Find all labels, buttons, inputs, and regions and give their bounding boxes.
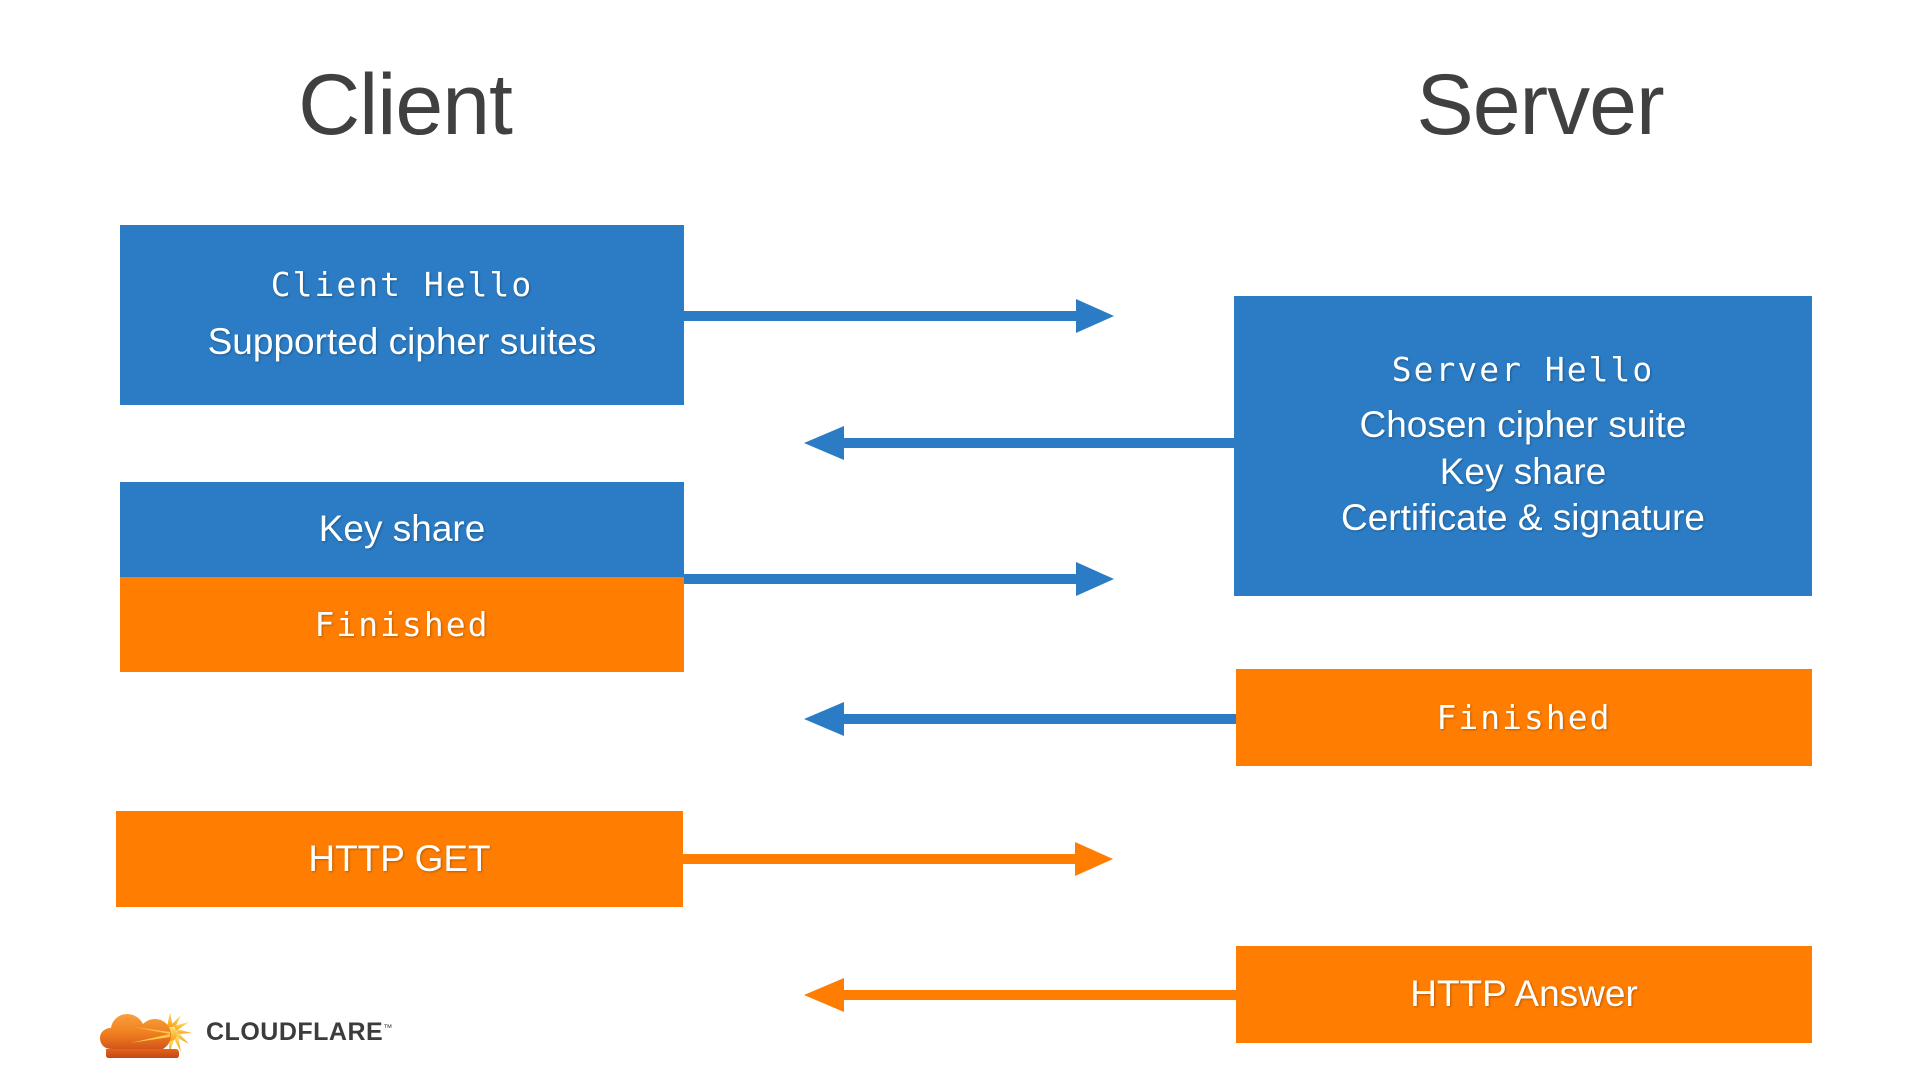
server-hello-box: Server Hello Chosen cipher suite Key sha…: [1234, 296, 1812, 596]
client-http-get-label: HTTP GET: [308, 837, 491, 879]
cloudflare-logo: CLOUDFLARE™: [100, 1005, 392, 1060]
client-key-share-label: Key share: [318, 508, 486, 550]
client-hello-arrow: [684, 299, 1114, 333]
http-answer-arrow: [804, 978, 1238, 1012]
server-finished-arrow: [804, 702, 1238, 736]
server-hello-key-share: Key share: [1439, 450, 1607, 492]
cloudflare-wordmark-text: CLOUDFLARE: [206, 1018, 384, 1046]
cloudflare-trademark-symbol: ™: [383, 1022, 393, 1033]
client-finished-box: Finished: [120, 577, 684, 672]
client-keyshare-arrow: [684, 562, 1114, 596]
server-column-title: Server: [1416, 57, 1664, 153]
client-finished-label: Finished: [314, 604, 490, 644]
client-hello-title: Client Hello: [270, 264, 534, 304]
server-finished-box: Finished: [1236, 669, 1812, 766]
server-http-answer-label: HTTP Answer: [1410, 973, 1638, 1015]
client-http-get-box: HTTP GET: [116, 811, 683, 907]
client-hello-cipher-suites: Supported cipher suites: [207, 320, 597, 362]
server-hello-certificate-signature: Certificate & signature: [1340, 497, 1705, 539]
cloudflare-wordmark: CLOUDFLARE™: [206, 1018, 393, 1047]
server-hello-title: Server Hello: [1391, 350, 1655, 390]
server-http-answer-box: HTTP Answer: [1236, 946, 1812, 1043]
client-hello-box: Client Hello Supported cipher suites: [120, 225, 684, 405]
server-hello-chosen-cipher-suite: Chosen cipher suite: [1359, 404, 1687, 446]
server-finished-label: Finished: [1436, 697, 1612, 737]
http-get-arrow: [683, 842, 1113, 876]
server-hello-details: Chosen cipher suite Key share Certificat…: [1341, 403, 1705, 540]
cloudflare-cloud-icon: [100, 1011, 192, 1058]
client-key-share-box: Key share: [120, 482, 684, 577]
client-column-title: Client: [298, 57, 513, 153]
server-hello-arrow: [804, 426, 1236, 460]
